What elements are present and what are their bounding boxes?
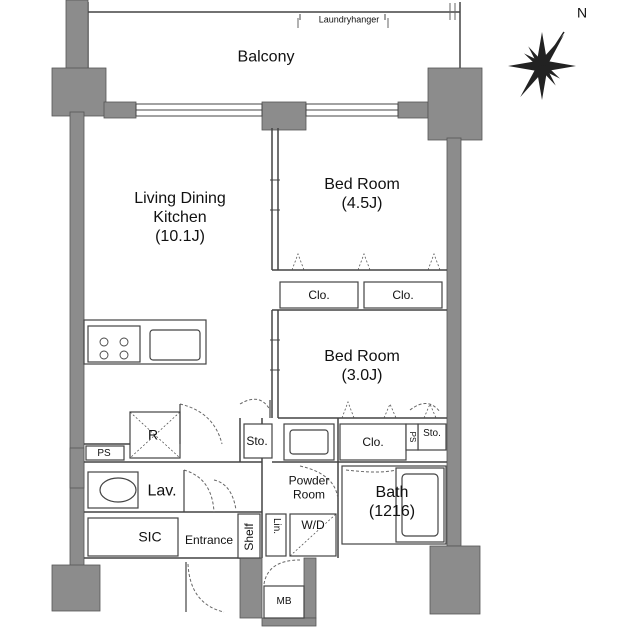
bedroom-1-name: Bed Room <box>324 175 400 193</box>
laundry-hanger-ticks <box>297 3 456 28</box>
shelf-label: Shelf <box>241 523 256 551</box>
bedroom-2-label: Bed Room (3.0J) <box>324 347 400 385</box>
closet-b-label: Clo. <box>392 287 414 302</box>
ps-1-label: PS <box>97 448 111 459</box>
storage-1-label: Sto. <box>246 433 268 448</box>
closet-a-label: Clo. <box>308 287 330 302</box>
washer-dryer-label: W/D <box>301 517 325 532</box>
storage-2-label: Sto. <box>423 428 441 439</box>
living-label-line2: Kitchen <box>153 209 207 227</box>
closets <box>85 281 447 461</box>
powder-room-sink <box>283 423 335 461</box>
lavatory-fixture <box>87 471 139 509</box>
linen-label: Lin. <box>271 517 282 535</box>
closet-c-label: Clo. <box>362 434 384 449</box>
living-label-line1: Living Dining <box>134 190 226 208</box>
bedroom-1-size: (4.5J) <box>341 195 383 212</box>
door-swings <box>179 398 441 613</box>
powder-room-label: Powder Room <box>289 474 330 503</box>
compass-north-label: N <box>576 4 588 21</box>
bathtub <box>341 465 447 545</box>
compass-rose <box>508 31 576 100</box>
door-leaves <box>179 400 271 612</box>
windows <box>135 103 399 117</box>
storage-units <box>87 513 305 619</box>
stove-burners <box>99 337 129 360</box>
interior-walls <box>84 128 447 559</box>
bedroom-2-size: (3.0J) <box>341 367 383 384</box>
washer-dryer <box>289 513 337 557</box>
mb-label: MB <box>276 596 292 607</box>
bedroom-1-label: Bed Room (4.5J) <box>324 175 400 213</box>
bath-label: Bath (1216) <box>369 483 415 521</box>
laundry-hanger-label: Laundryhanger <box>318 14 380 25</box>
ps-2-label: PS <box>407 431 417 443</box>
powder-room-line1: Powder <box>288 473 330 488</box>
bath-size: (1216) <box>368 503 416 520</box>
bath-name: Bath <box>375 483 409 501</box>
balcony-label: Balcony <box>237 48 295 66</box>
entrance-label: Entrance <box>184 532 234 547</box>
bedroom-2-name: Bed Room <box>324 347 400 365</box>
outer-walls <box>51 0 483 627</box>
refrigerator-label: R <box>147 426 159 443</box>
refrigerator-space <box>129 411 181 459</box>
living-size: (10.1J) <box>155 228 205 246</box>
lavatory-label: Lav. <box>147 482 177 500</box>
closet-door-marks <box>291 252 441 419</box>
powder-room-line2: Room <box>292 488 325 502</box>
sic-label: SIC <box>138 528 162 545</box>
kitchen-counter <box>83 319 207 365</box>
living-dining-kitchen-label: Living Dining Kitchen (10.1J) <box>134 189 226 247</box>
sliding-door-ticks <box>270 179 280 371</box>
